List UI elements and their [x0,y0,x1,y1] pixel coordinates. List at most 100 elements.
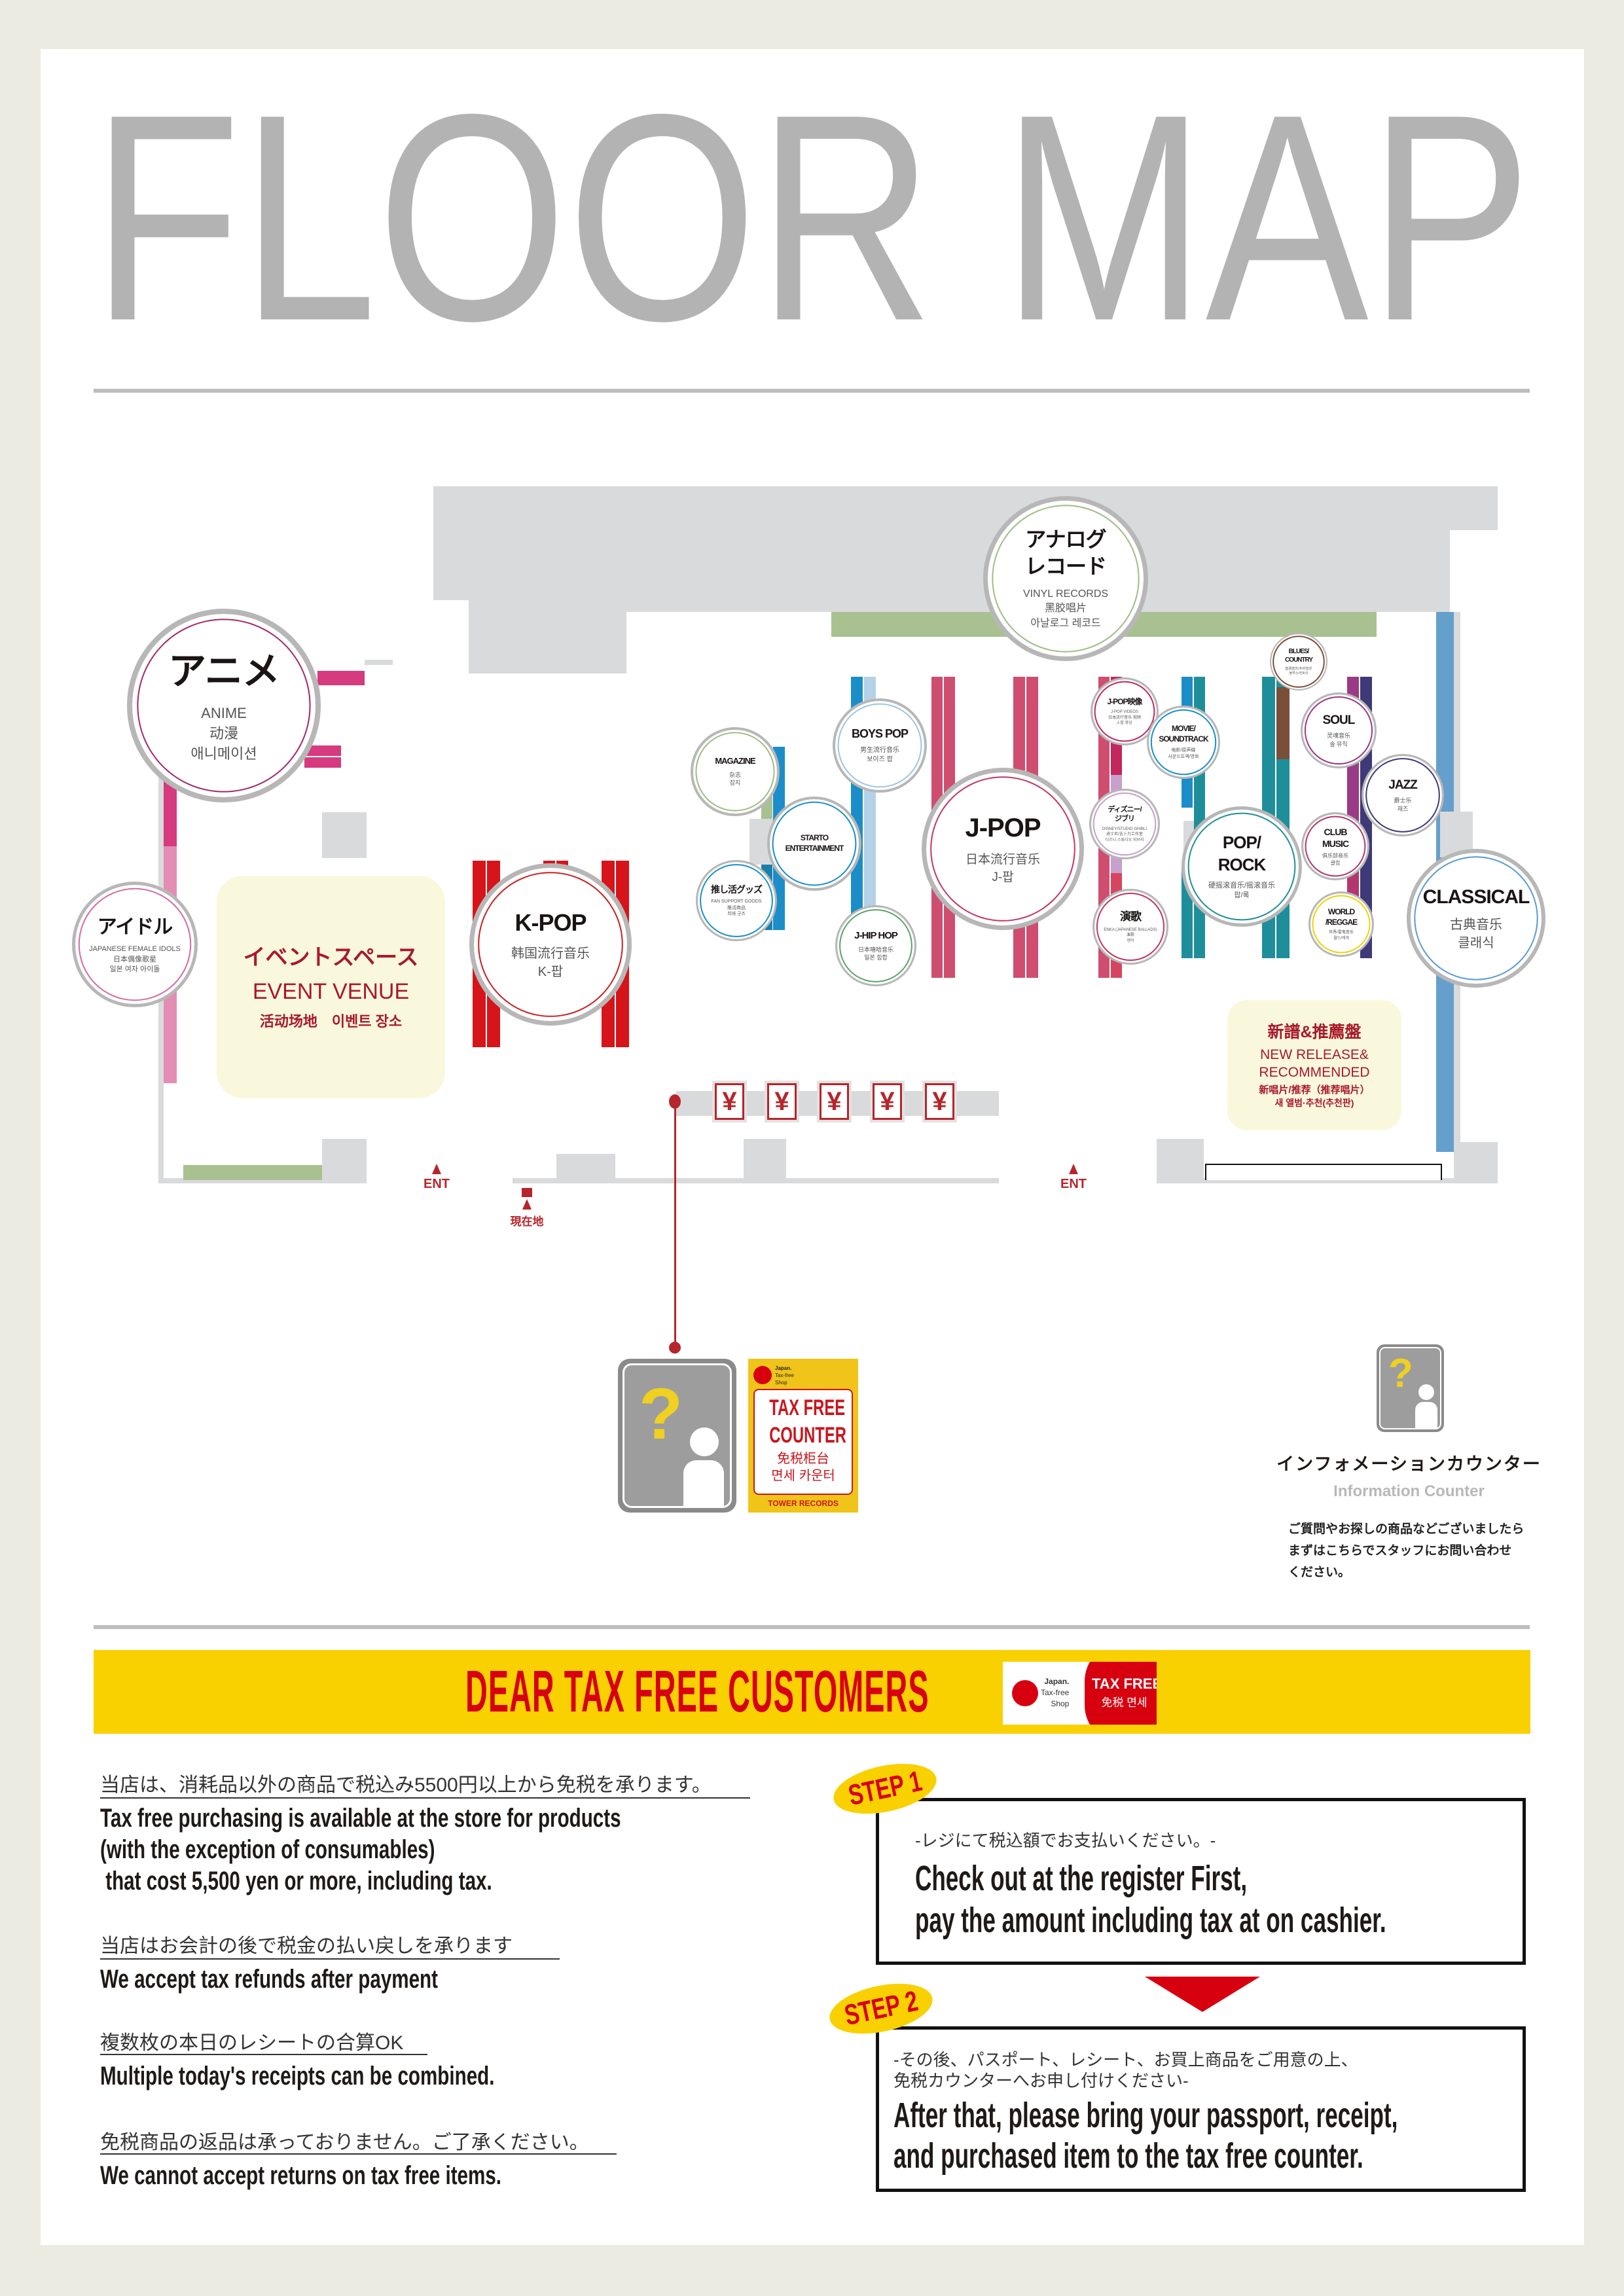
section-title: アニメ [168,650,280,693]
section-subtitle: 블루스/컨트리 [1289,671,1308,675]
desc-line: まずはこちらでスタッフにお問い合わせ [1288,1544,1512,1558]
info-counter-legend-icon: ? [1377,1344,1444,1432]
notice-line: Tax free purchasing is available at the … [100,1804,621,1833]
notice-jp: 複数枚の本日のレシートの合算OK [100,2032,404,2054]
notice-line: We accept tax refunds after payment [100,1965,438,1994]
section-subtitle: 월드/레게 [1333,936,1349,941]
section-subtitle: J-POP VIDEOS [1111,710,1138,715]
section-title: CLUB MUSIC [1322,826,1349,849]
section-subtitle: 黑胶唱片 [1044,603,1087,615]
new-release-zh: 新唱片/推荐（推荐唱片） [1259,1085,1370,1096]
arrow-up-icon [432,1164,441,1174]
notice-line: that cost 5,500 yen or more, including t… [100,1867,492,1895]
event-venue-en: EVENT VENUE [252,978,410,1004]
notice-en: Tax free purchasing is available at the … [100,1803,804,1897]
section-subtitle: 推活商品 [727,905,746,910]
section-subtitle: 재즈 [1397,805,1409,812]
section-subtitle: DISNEY/STUDIO GHIBLI [1102,827,1147,831]
section-subtitle: 디즈니·스튜디오 지브리 [1105,838,1144,842]
step-en: After that, please bring your passport, … [893,2095,1624,2176]
section-subtitle: 韩国流行音乐 [511,946,590,961]
step-en: Check out at the register First,pay the … [915,1857,1624,1941]
info-counter-subtitle: Information Counter [1333,1482,1485,1500]
section-subtitle: 팝/록 [1234,891,1250,900]
wall-block [469,600,626,673]
notice-jp: 当店は、消耗品以外の商品で税込み5500円以上から免税を承ります。 [100,1774,712,1796]
section-subtitle: 日本流行音乐 [965,853,1040,867]
arrow-up-icon [1069,1164,1078,1174]
section-subtitle: 클럽 [1330,860,1341,867]
counter-outline [1205,1164,1442,1180]
desc-line: ください。 [1288,1566,1351,1579]
section-subtitle: 杂志 [729,771,741,778]
register-icon: ¥ [870,1081,905,1122]
section-title: J-HIP HOP [854,930,898,942]
tower-records-logo: TOWER RECORDS [768,1499,839,1508]
section-subtitle: JAPANESE FEMALE IDOLS [89,945,181,954]
desc-line: ご質問やお探しの商品などございましたら [1288,1522,1525,1536]
new-release-en2: RECOMMENDED [1259,1064,1370,1080]
section-title: 推し活グッズ [711,884,763,895]
section-starto: STARTO ENTERTAINMENT [767,797,861,891]
info-counter-description: ご質問やお探しの商品などございましたら まずはこちらでスタッフにお問い合わせ く… [1288,1518,1524,1583]
section-subtitle: 잡지 [729,780,741,787]
entrance-marker: ENT [1054,1164,1093,1192]
info-counter-title: インフォメーションカウンター [1276,1454,1542,1474]
section-title: 演歌 [1120,910,1142,924]
section-title: ディズニー/ ジブリ [1108,805,1142,823]
step-line: and purchased item to the tax free count… [893,2136,1363,2176]
new-release-en: NEW RELEASE& [1260,1047,1369,1062]
notice-en: We accept tax refunds after payment [100,1964,556,1995]
section-subtitle: FAN SUPPORT GOODS [711,899,762,904]
notice-en: We cannot accept returns on tax free ite… [100,2160,642,2191]
section-subtitle: 日本偶像歌星 [113,955,156,963]
section-subtitle: 사운드트랙/영화 [1168,754,1199,759]
step-line: Check out at the register First, [915,1859,1248,1898]
section-subtitle: 硬摇滚音乐/摇滚音乐 [1208,882,1276,890]
section-title: J-POP映像 [1107,696,1142,706]
question-mark-icon: ? [639,1374,683,1454]
arrow-down-icon [1145,1977,1260,2012]
brand-line: Shop [775,1379,787,1386]
section-subtitle: ANIME [201,705,247,722]
wall [365,660,393,665]
step-line: pay the amount including tax at on cashi… [915,1901,1386,1940]
register-icon: ¥ [817,1081,852,1122]
section-subtitle: 爵士乐 [1394,797,1412,804]
logo-text: Shop [1051,1699,1070,1708]
section-subtitle: 俱乐部音乐 [1322,853,1348,859]
section-title: CLASSICAL [1422,886,1530,908]
section-subtitle: K-팝 [537,965,564,980]
register-icon: ¥ [765,1081,799,1122]
step-jp-line: 免税カウンターへお申し付けください- [893,2071,1189,2090]
section-subtitle: J-팝 영상 [1117,721,1132,726]
section-subtitle: VINYL RECORDS [1022,588,1109,600]
step-1-box: -レジにて税込額でお支払いください。- Check out at the reg… [876,1798,1526,1965]
new-release-ko: 새 앨범·추천(추천판) [1274,1097,1354,1108]
section-subtitle: 최애 굿즈 [727,912,746,917]
section-subtitle: 日本流行音乐 视频 [1108,715,1141,720]
square-icon [522,1188,532,1197]
step-2-box: -その後、パスポート、レシート、お買上商品をご用意の上、免税カウンターへお申し付… [876,2026,1526,2192]
person-icon [1418,1384,1434,1400]
section-subtitle: 古典音乐 [1450,917,1502,932]
section-subtitle: 솔 뮤직 [1329,740,1348,747]
current-location-label: 現在地 [510,1215,544,1228]
section-subtitle: 迪士尼/吉卜力工作室 [1106,833,1143,837]
section-subtitle: 애니메이션 [190,745,257,762]
section-title: SOUL [1322,713,1356,727]
section-subtitle: 灵魂音乐 [1326,732,1350,740]
brand-line: Japan. [775,1365,792,1371]
section-subtitle: 蓝调音乐/乡村音乐 [1285,666,1312,671]
